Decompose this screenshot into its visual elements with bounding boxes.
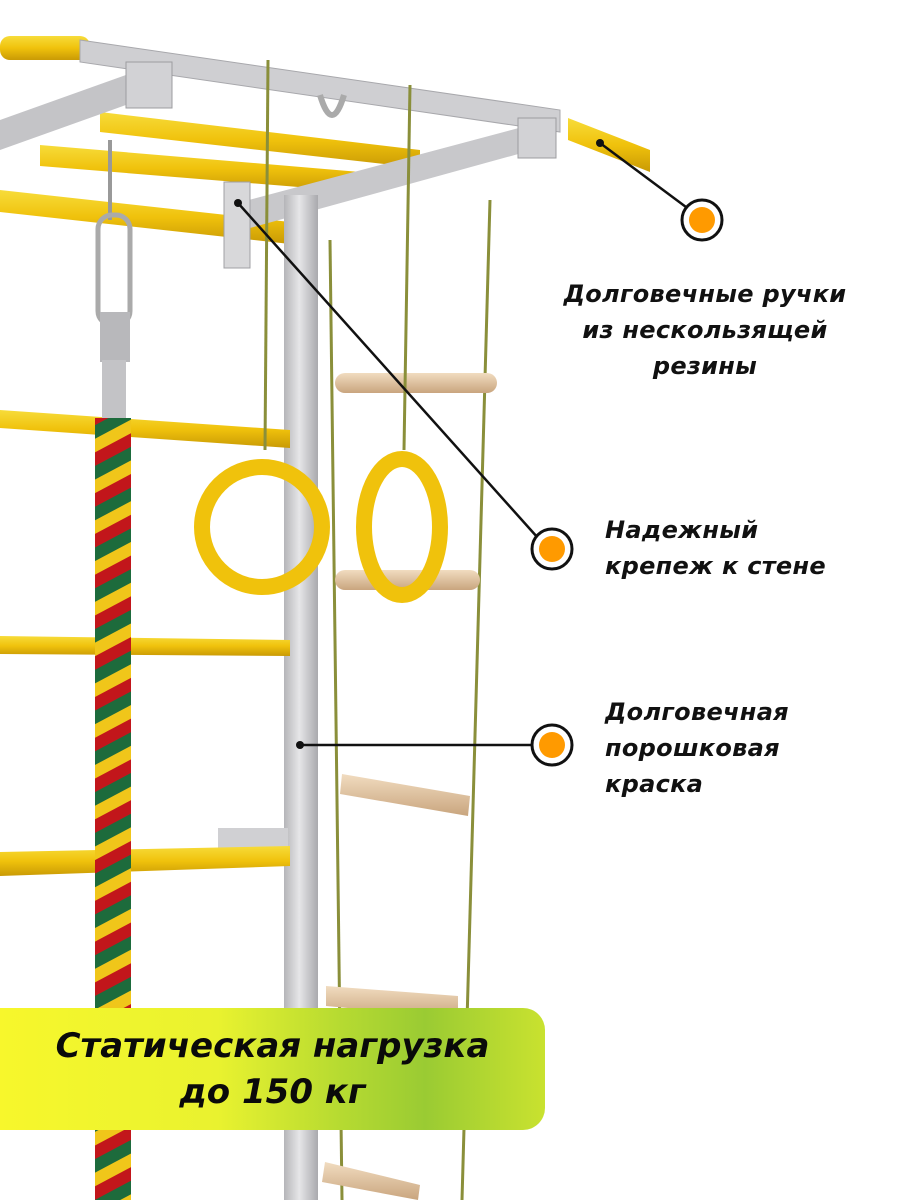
- callout-line: резины: [652, 352, 758, 380]
- callout-text-handles: Долговечные ручки из нескользящей резины: [540, 276, 870, 384]
- callout-text-mount: Надежный крепеж к стене: [605, 512, 826, 584]
- callout-line: порошковая: [605, 734, 780, 762]
- wall-rungs: [0, 410, 290, 876]
- banner-line: до 150 кг: [179, 1072, 366, 1112]
- callout-line: крепеж к стене: [605, 552, 826, 580]
- callout-line: Надежный: [605, 516, 759, 544]
- marker-dot: [689, 207, 715, 233]
- banner-line: Статическая нагрузка: [55, 1026, 490, 1066]
- gymnastic-rings: [194, 59, 448, 603]
- top-yellow-bars: [0, 36, 420, 244]
- callout-line: из нескользящей: [582, 316, 828, 344]
- callout-line: Долговечная: [605, 698, 789, 726]
- callout-mount: [234, 199, 574, 571]
- callout-text-paint: Долговечная порошковая краска: [605, 694, 789, 802]
- callout-line: Долговечные ручки: [563, 280, 847, 308]
- callout-line: краска: [605, 770, 704, 798]
- rubber-handle: [568, 118, 650, 172]
- callout-handles: [596, 139, 724, 242]
- callout-paint: [296, 723, 574, 767]
- load-capacity-banner: Статическая нагрузка до 150 кг: [0, 1008, 545, 1130]
